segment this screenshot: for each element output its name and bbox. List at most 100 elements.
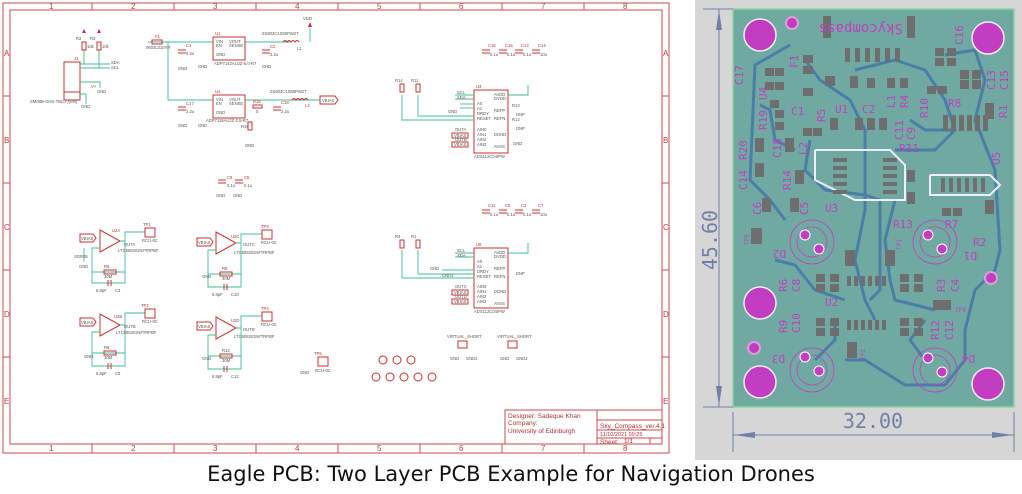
row-label: A <box>4 49 10 58</box>
photodiodes <box>789 219 958 393</box>
pin-avss: AVSS <box>494 144 505 149</box>
pin-ain3: AIN3 <box>477 299 487 304</box>
silk-r20: R20 <box>737 140 750 160</box>
sheet-frame-outer <box>2 2 670 454</box>
pin-ain3: AIN3 <box>477 142 487 147</box>
pin-ain1: AIN1 <box>477 289 487 294</box>
net-outc: OUTC <box>243 242 255 247</box>
date-stamp: 11/10/2021 09:25 <box>600 432 642 438</box>
silk-r9: R9 <box>777 320 790 333</box>
virtual-shorts: VIRTUAL_SHORT VIRTUAL_SHORT GND GND2 GND… <box>447 334 532 361</box>
decoupling-caps-c6-c5: C6 0.1u C5 0.1u GND GND <box>216 175 253 198</box>
pin-sense: SENSE <box>229 43 243 48</box>
row-label: D <box>663 310 669 319</box>
value-c14: 10u <box>540 52 548 57</box>
gnd-label: GND <box>448 109 457 114</box>
silk-c10: C10 <box>790 313 803 333</box>
pin-sense: SENSE <box>229 101 243 106</box>
ref-c18: C18 <box>281 100 289 105</box>
ref-u2a: U2A <box>112 228 120 233</box>
row-label: B <box>663 136 668 145</box>
gnd-label: GND <box>430 266 439 271</box>
part-u3: ADS112C04IPW <box>474 154 505 159</box>
silk-c18: C18 <box>771 138 784 158</box>
pin-en: EN <box>216 101 222 106</box>
column-label: 3 <box>213 444 218 453</box>
net-outd: OUTD <box>243 327 255 332</box>
silk-tp1: TP1 <box>896 239 903 250</box>
silk-u2: U2 <box>825 296 838 309</box>
ref-r3: R3 <box>90 36 96 41</box>
value-c7: 10u <box>540 212 548 217</box>
part-opamp: LTC6082IGN#TRPBF <box>234 334 275 339</box>
sheet-frame-inner <box>9 9 663 445</box>
value-r9: 30M <box>222 276 231 281</box>
ref-r12: R12 <box>512 117 520 122</box>
gnd-label: GND <box>97 89 106 94</box>
ref-u5: U5 <box>476 242 482 247</box>
company-label: Company: <box>508 420 538 427</box>
ref-c3: C3 <box>521 203 527 208</box>
row-markers: A B C D E A B C D E <box>3 49 669 406</box>
schematic-sheet: 1 2 3 4 5 6 7 8 1 2 3 4 5 6 7 8 A B C D … <box>2 2 670 454</box>
ref-u2b: U2B <box>114 314 122 319</box>
ref-u3: U3 <box>476 84 482 89</box>
part-u5: ADS112C04IPW <box>474 309 505 314</box>
part-u4: ADP7118AUJZ-2.5-R7 <box>206 118 249 123</box>
column-label: 6 <box>459 444 464 453</box>
pin-a0: A0 <box>477 101 483 106</box>
ref-r4: R4 <box>395 234 401 239</box>
ref-c9: C9 <box>505 203 511 208</box>
opamp-stage-c: VBIAS U2C OUTC LTC6082IGN#TRPBF TP3 RCU-… <box>196 224 277 297</box>
value-r6: 30M <box>104 355 113 360</box>
value-r5: 30M <box>104 274 113 279</box>
ref-tp4: TP4 <box>261 306 269 311</box>
silk-u4: U4 <box>757 86 770 100</box>
column-label: 3 <box>213 2 218 11</box>
opamp-stage-d: VBIAS U2D OUTD LTC6082IGN#TRPBF TP4 RCU-… <box>196 306 277 379</box>
column-markers: 1 2 3 4 5 6 7 8 1 2 3 4 5 6 7 8 <box>49 2 628 453</box>
column-label: 1 <box>49 2 54 11</box>
ref-r2: R2 <box>76 36 82 41</box>
ref-f1: F1 <box>155 34 161 39</box>
gnd-label: GND <box>233 193 242 198</box>
figure-caption: Eagle PCB: Two Layer PCB Example for Nav… <box>207 462 815 486</box>
silk-tp5: TP5 <box>744 234 751 245</box>
gnd-label: GND <box>202 356 211 361</box>
silk-r10: R10 <box>918 98 931 118</box>
testpoint-tp5: TP5 RCU-0C GND <box>300 351 331 375</box>
value-c2: 2.2u <box>270 52 279 57</box>
value-c6: 0.1u <box>227 183 236 188</box>
pin-vin: VIN <box>216 97 223 102</box>
row-label: A <box>663 49 669 58</box>
net-scl: SCL <box>457 90 466 95</box>
net-scl: SCL <box>111 65 120 70</box>
part-opamp: LTC6082IGN#TRPBF <box>116 330 157 335</box>
value-c9: 0.1u <box>507 212 516 217</box>
net-vbias: VBIAS <box>81 236 94 241</box>
mounting-holes <box>371 355 437 382</box>
silk-c17: C17 <box>733 65 746 85</box>
ref-c12: C12 <box>231 374 239 379</box>
gnd2-label: GND2 <box>516 356 528 361</box>
height-dimension-label: 45.60 <box>698 210 722 270</box>
ref-l2: L2 <box>305 103 310 108</box>
gnd-label: GND <box>262 64 271 69</box>
gnd-label: GND <box>300 370 309 375</box>
ref-c13: C13 <box>521 43 529 48</box>
part-f1: 0603L010YR <box>146 45 170 50</box>
column-label: 7 <box>541 2 546 11</box>
pin-ain0: AIN0 <box>477 127 487 132</box>
value-c17: 2.2u <box>186 109 195 114</box>
row-label: E <box>4 397 9 406</box>
pin-ain2: AIN2 <box>477 294 487 299</box>
silk-r19: R19 <box>757 110 770 130</box>
pin-gnd: GND <box>216 52 225 57</box>
silk-r12: R12 <box>929 320 942 340</box>
pcb-layout-view: Skycompass C17 F1 U1 C2 R5 L1 R4 C11 C9 … <box>695 0 1022 460</box>
silk-u1: U1 <box>835 103 848 116</box>
ref-tp1: TP1 <box>143 222 151 227</box>
net-outb: OUTB <box>455 137 467 142</box>
value-c18: 2.2u <box>281 109 290 114</box>
silk-r13: R13 <box>893 218 913 231</box>
